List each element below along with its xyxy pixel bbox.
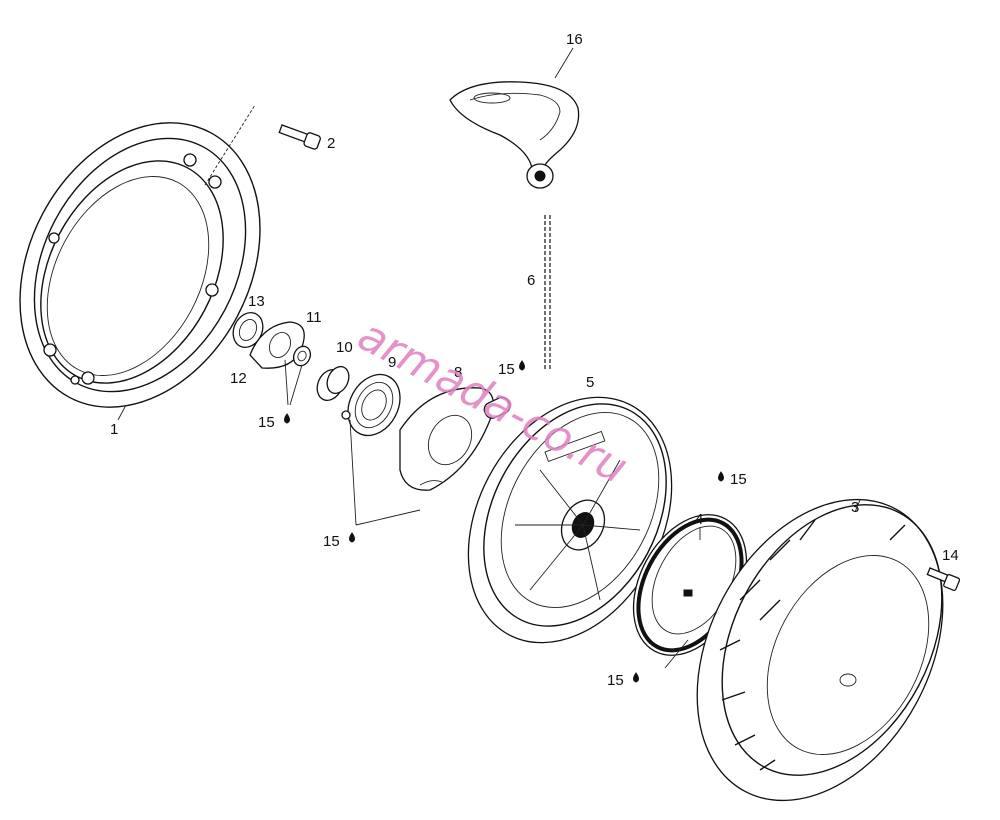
callout-6: 6 <box>527 272 535 289</box>
part-10-bushing[interactable] <box>312 363 353 404</box>
part-6-rope[interactable] <box>544 215 551 370</box>
callout-8: 8 <box>454 364 462 381</box>
part-13-washer[interactable] <box>228 308 269 352</box>
part-11-washer[interactable] <box>291 344 314 369</box>
part-9-spring[interactable] <box>338 365 410 444</box>
callout-5: 5 <box>586 374 594 391</box>
callout-2: 2 <box>327 135 335 152</box>
part-16-handle[interactable] <box>449 81 580 189</box>
callout-1: 1 <box>110 421 118 438</box>
callout-15-b: 15 <box>323 533 340 550</box>
oil-drop-icon <box>284 413 290 424</box>
oil-drop-icon <box>633 672 639 683</box>
callout-9: 9 <box>388 354 396 371</box>
part-5-pulley[interactable] <box>428 362 713 678</box>
callout-15-d: 15 <box>730 471 747 488</box>
part-1-mounting-ring[interactable] <box>0 81 308 449</box>
part-2-screw[interactable] <box>278 124 321 150</box>
part-8-pawl-plate[interactable] <box>399 387 512 491</box>
callout-3: 3 <box>851 499 859 516</box>
part-12-plate[interactable] <box>249 321 305 369</box>
callout-10: 10 <box>336 339 353 356</box>
callout-4: 4 <box>695 511 703 528</box>
callout-16: 16 <box>566 31 583 48</box>
callout-15-e: 15 <box>607 672 624 689</box>
callout-15-a: 15 <box>258 414 275 431</box>
callout-13: 13 <box>248 293 265 310</box>
callout-11: 11 <box>306 309 322 326</box>
callout-14: 14 <box>942 547 959 564</box>
oil-drop-icon <box>519 360 525 371</box>
callout-12: 12 <box>230 370 247 387</box>
part-3-starter-cover[interactable] <box>648 457 992 820</box>
oil-drop-icon <box>349 532 355 543</box>
callout-15-c: 15 <box>498 361 515 378</box>
part-14-bolt[interactable] <box>926 567 961 591</box>
oil-drop-icon <box>718 471 724 482</box>
